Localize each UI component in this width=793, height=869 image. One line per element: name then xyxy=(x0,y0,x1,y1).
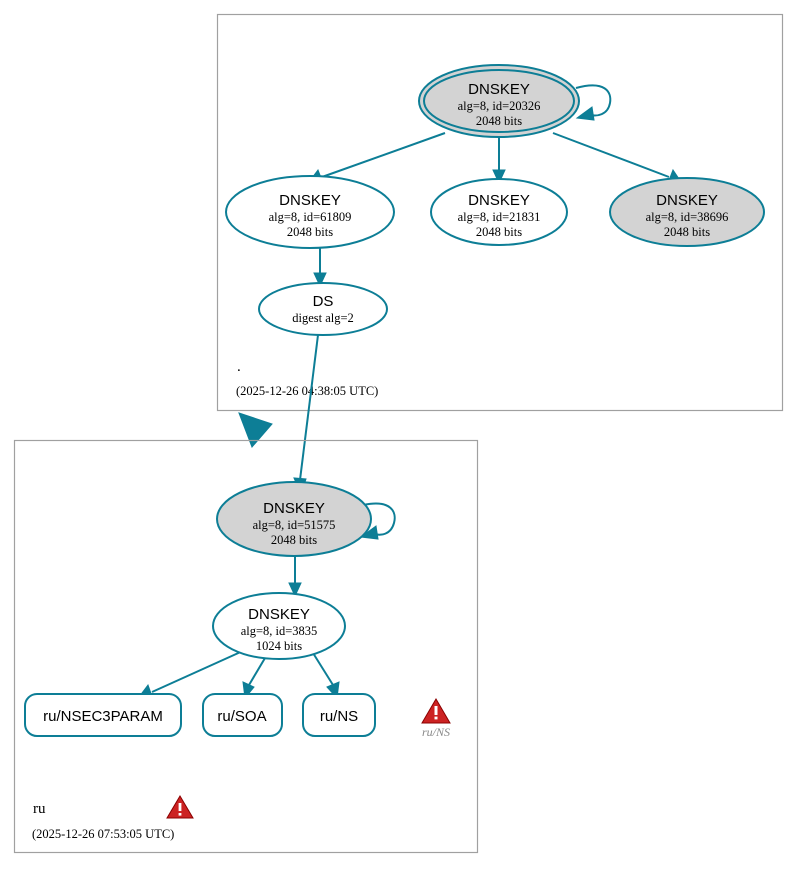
node-root-ds[interactable]: DS digest alg=2 xyxy=(258,282,388,336)
rrset-ru-soa[interactable]: ru/SOA xyxy=(202,693,283,737)
node-size: 2048 bits xyxy=(476,114,522,128)
node-title: DS xyxy=(313,293,334,310)
node-params: alg=8, id=51575 xyxy=(253,518,336,532)
edge-root-ksk-to-zsk38696 xyxy=(552,132,682,184)
warning-label: ru/NS xyxy=(422,725,450,739)
rrset-label: ru/NSEC3PARAM xyxy=(43,708,163,725)
ru-zone-timestamp: (2025-12-26 07:53:05 UTC) xyxy=(32,827,174,841)
root-zone-label: . xyxy=(237,359,241,375)
node-params: alg=8, id=38696 xyxy=(646,210,729,224)
edge-ru-zsk-to-nsec3param xyxy=(138,649,246,700)
rrset-ru-nsec3param[interactable]: ru/NSEC3PARAM xyxy=(24,693,182,737)
edge-ds-to-ru-ksk xyxy=(293,334,319,496)
node-title: DNSKEY xyxy=(263,500,325,517)
node-title: DNSKEY xyxy=(279,192,341,209)
node-params: alg=8, id=61809 xyxy=(269,210,352,224)
self-loop-root-ksk xyxy=(575,84,612,121)
rrset-label: ru/NS xyxy=(320,708,358,725)
ru-zone-label: ru xyxy=(33,801,46,817)
edge-ru-zsk-to-soa xyxy=(242,652,269,700)
ru-zone-border xyxy=(13,439,479,854)
node-root-zsk-61809[interactable]: DNSKEY alg=8, id=61809 2048 bits xyxy=(225,175,395,249)
rrset-ru-ns[interactable]: ru/NS xyxy=(302,693,376,737)
node-params: digest alg=2 xyxy=(292,311,354,325)
root-zone-cluster: . (2025-12-26 04:38:05 UTC) xyxy=(216,13,784,412)
root-zone-timestamp: (2025-12-26 04:38:05 UTC) xyxy=(236,384,378,398)
node-params: alg=8, id=21831 xyxy=(458,210,541,224)
edge-root-ksk-to-zsk21831 xyxy=(492,138,506,185)
node-title: DNSKEY xyxy=(248,606,310,623)
node-size: 2048 bits xyxy=(476,225,522,239)
delegation-arrow-root-to-ru xyxy=(238,412,273,448)
node-size: 2048 bits xyxy=(664,225,710,239)
self-loop-ru-ksk xyxy=(359,502,396,540)
ru-zone-warning-icon[interactable] xyxy=(166,795,194,819)
node-params: alg=8, id=20326 xyxy=(458,99,541,113)
node-root-zsk-38696[interactable]: DNSKEY alg=8, id=38696 2048 bits xyxy=(609,177,765,247)
node-root-zsk-21831[interactable]: DNSKEY alg=8, id=21831 2048 bits xyxy=(430,178,568,246)
node-params: alg=8, id=3835 xyxy=(241,624,318,638)
node-title: DNSKEY xyxy=(468,81,530,98)
edge-root-zsk61809-to-ds xyxy=(313,243,327,288)
edge-ru-zsk-to-ns xyxy=(312,652,340,700)
warning-ru-ns[interactable]: ru/NS xyxy=(421,698,451,739)
node-ru-ksk-51575[interactable]: DNSKEY alg=8, id=51575 2048 bits xyxy=(216,481,372,557)
node-ru-zsk-3835[interactable]: DNSKEY alg=8, id=3835 1024 bits xyxy=(212,592,346,660)
edge-ru-ksk-to-ru-zsk xyxy=(288,556,302,598)
node-title: DNSKEY xyxy=(656,192,718,209)
node-root-ksk-20326[interactable]: DNSKEY alg=8, id=20326 2048 bits xyxy=(418,64,580,138)
edge-root-ksk-to-zsk61809 xyxy=(308,132,446,184)
warning-triangle-icon xyxy=(421,698,451,724)
node-title: DNSKEY xyxy=(468,192,530,209)
rrset-label: ru/SOA xyxy=(217,708,266,725)
root-zone-border xyxy=(216,13,784,412)
node-size: 2048 bits xyxy=(287,225,333,239)
ru-zone-cluster: ru (2025-12-26 07:53:05 UTC) xyxy=(13,439,479,854)
node-size: 1024 bits xyxy=(256,639,302,653)
node-size: 2048 bits xyxy=(271,533,317,547)
